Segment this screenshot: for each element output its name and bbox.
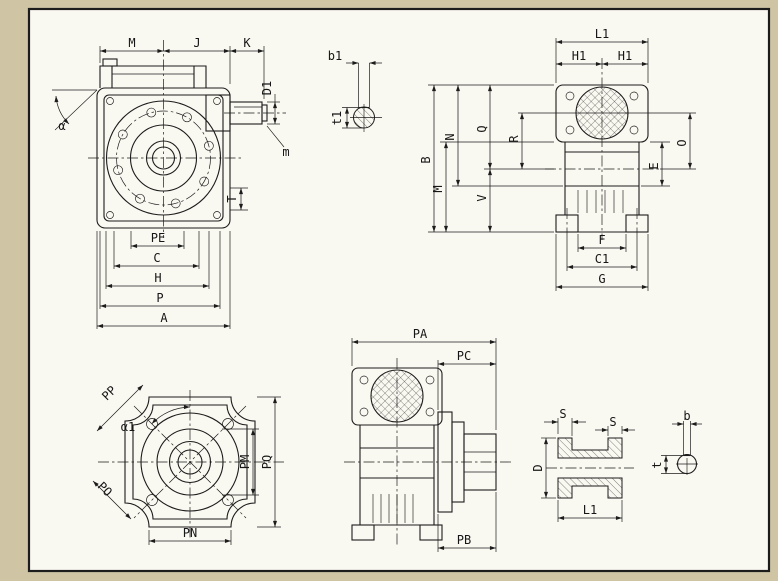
dim-label-k: K (243, 36, 251, 50)
bushing-dims: S S D L1 (531, 407, 635, 522)
front-dims-top: M J K (99, 36, 265, 99)
dim-label-a: A (160, 311, 168, 325)
output-side-geometry (344, 358, 512, 546)
dim-label-m-side: M (431, 185, 445, 192)
dim-label-l1-side: L1 (595, 27, 609, 41)
dim-label-pc: PC (457, 349, 471, 363)
bushing-lower-section (557, 477, 623, 499)
dim-label-pe: PE (151, 231, 165, 245)
angle-label-alpha1: α1 (121, 420, 135, 434)
dim-label-v: V (475, 194, 489, 201)
detail-input-key: b1 t1 (328, 49, 382, 132)
dim-label-t-key: t (650, 461, 664, 468)
dim-label-pb: PB (457, 533, 471, 547)
dim-label-h: H (154, 271, 161, 285)
dim-label-q: Q (475, 125, 489, 132)
dim-label-e: E (647, 162, 661, 169)
dim-label-t-front: T (225, 195, 239, 202)
dim-label-g: G (598, 272, 605, 286)
dim-label-pa: PA (413, 327, 428, 341)
dim-label-l1-bushing: L1 (583, 503, 597, 517)
side-geometry (518, 58, 696, 240)
dim-label-t1: t1 (330, 111, 344, 125)
detail-bushing: S S D L1 (531, 407, 635, 522)
side-dims-top: L1 H1 H1 (555, 27, 649, 83)
view-output-side: PA PC PB (344, 327, 512, 552)
front-dims-bottom: PE C H P A (96, 231, 231, 329)
dim-label-pm: PM (238, 455, 252, 469)
detail-output-key: b t (650, 409, 702, 475)
dim-label-pq: PQ (260, 455, 274, 469)
dim-label-p: P (156, 291, 163, 305)
dim-label-h1-left: H1 (572, 49, 586, 63)
dim-label-b: b (683, 409, 690, 423)
side-dims-right: E O (641, 113, 696, 187)
front-dim-d1: D1 (260, 81, 280, 125)
bushing-upper-section (557, 437, 623, 459)
front-label-m-small: m (266, 125, 290, 159)
dim-label-s-right: S (609, 415, 616, 429)
dim-label-c1: C1 (595, 252, 609, 266)
output-side-dims: PA PC PB (351, 327, 497, 552)
front-geometry (88, 40, 286, 238)
front-angle-alpha: α (52, 89, 98, 133)
view-flange: PP α1 PM PQ PO PN (92, 383, 284, 545)
dim-label-j: J (193, 36, 200, 50)
view-side: L1 H1 H1 B N M Q V R (419, 27, 696, 291)
dim-label-f: F (598, 233, 605, 247)
dim-label-b-side: B (419, 156, 433, 163)
front-dim-t: T (225, 187, 248, 211)
view-front: M J K D1 α T m (52, 36, 290, 329)
dim-label-c: C (153, 251, 160, 265)
dim-label-h1-right: H1 (618, 49, 632, 63)
dim-label-d-bushing: D (531, 464, 545, 471)
angle-label-alpha: α (58, 119, 65, 133)
dim-label-d1: D1 (260, 81, 274, 95)
label-m-small: m (282, 145, 289, 159)
side-dims-bottom: F C1 G (555, 233, 649, 291)
dim-label-s-left: S (559, 407, 566, 421)
dim-label-r: R (507, 135, 521, 143)
dim-label-b1: b1 (328, 49, 342, 63)
dim-label-m-front: M (128, 36, 135, 50)
dim-label-o: O (675, 139, 689, 146)
flange-dims: PP α1 PM PQ PO PN (92, 383, 281, 545)
sheet-border (27, 7, 771, 573)
side-dims-left: B N M Q V R (419, 84, 563, 233)
dim-label-pn: PN (183, 526, 197, 540)
dim-label-n: N (443, 133, 457, 140)
